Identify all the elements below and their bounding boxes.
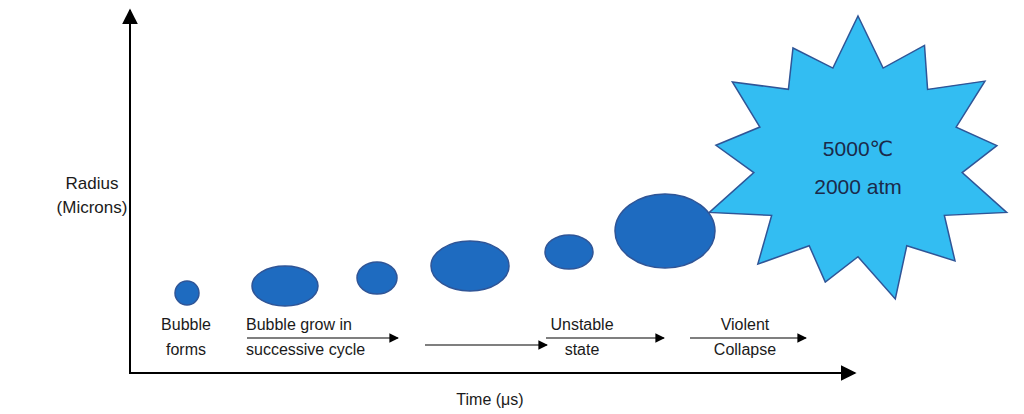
bubble [431, 241, 509, 291]
bubble [545, 235, 593, 269]
step-label: Violent Collapse [700, 312, 790, 362]
starburst-callout: 5000℃2000 atm [696, 6, 1020, 308]
bubble [252, 266, 318, 306]
step-arrow [690, 337, 806, 338]
bubble [175, 281, 199, 305]
step-arrow [546, 337, 664, 338]
starburst-outline [709, 16, 1006, 299]
step-label: Bubble grow in successive cycle [246, 312, 398, 362]
axis-label: Radius (Microns) [30, 172, 154, 220]
condition-value: 2000 atm [814, 168, 902, 206]
axis-label: Time (μs) [420, 389, 560, 411]
step-label: Bubble forms [150, 312, 222, 362]
x-axis [129, 372, 855, 374]
y-axis [129, 10, 131, 374]
step-arrow [425, 344, 547, 345]
condition-value: 5000℃ [823, 130, 893, 168]
bubble [357, 262, 397, 294]
bubble [615, 194, 715, 268]
step-label: Unstable state [540, 312, 624, 362]
step-arrow [247, 337, 398, 338]
